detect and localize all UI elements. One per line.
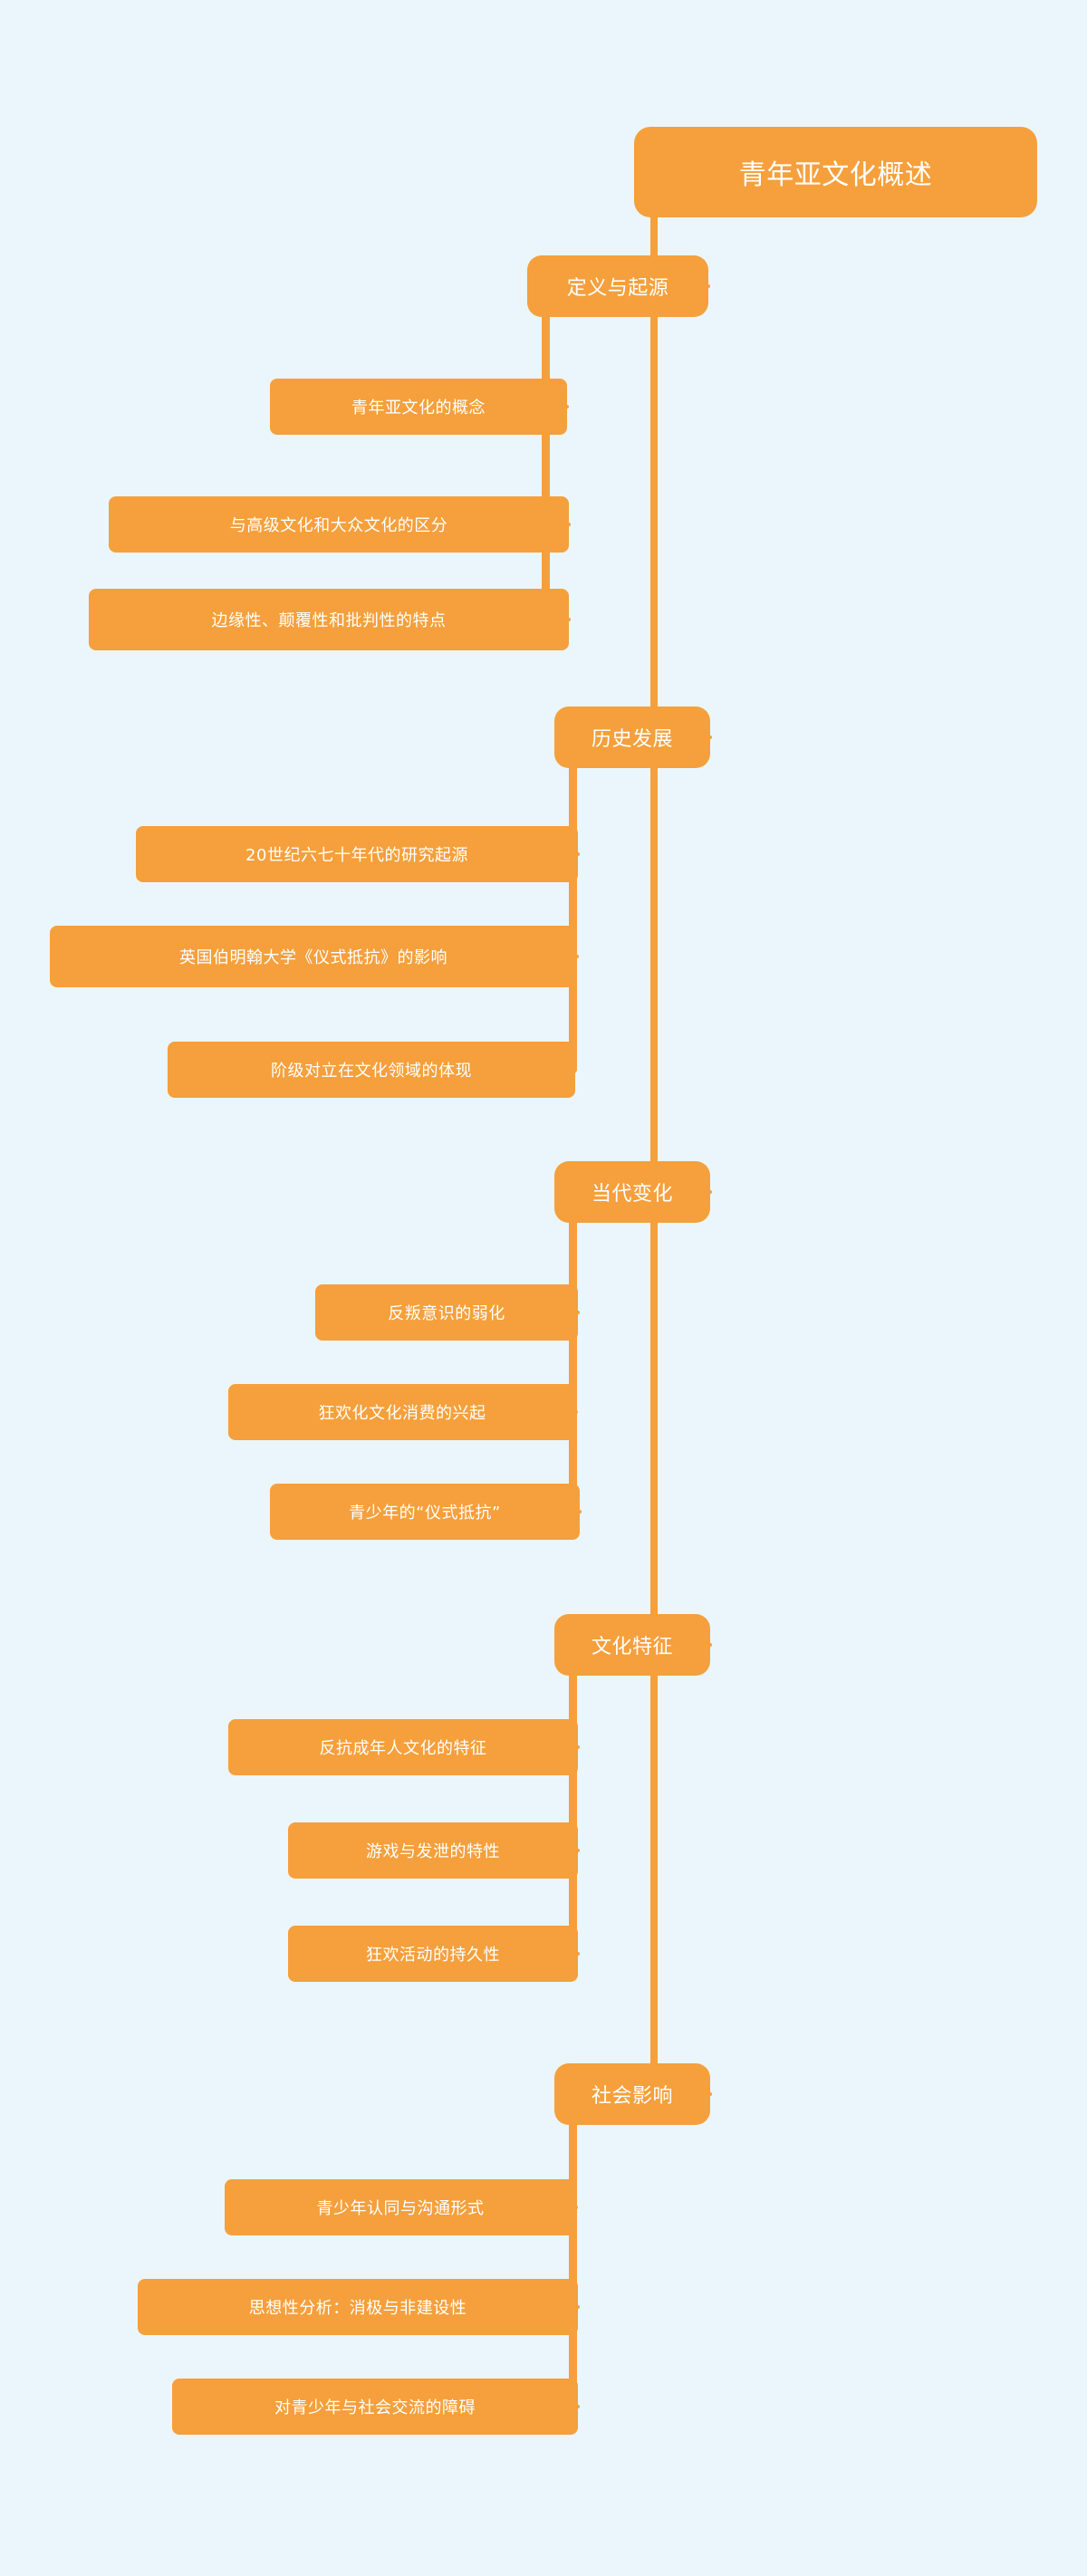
mindmap-leaf-node-1-3-label: 边缘性、颠覆性和批判性的特点 [211,611,447,630]
mindmap-branch-node-2[interactable]: 历史发展 [554,706,710,768]
mindmap-leaf-node-4-3-label: 狂欢活动的持久性 [366,1946,500,1965]
mindmap-leaf-node-1-3[interactable]: 边缘性、颠覆性和批判性的特点 [89,589,569,650]
mindmap-branch-node-3[interactable]: 当代变化 [554,1161,710,1223]
mindmap-leaf-node-2-1-label: 20世纪六七十年代的研究起源 [245,846,468,865]
mindmap-branch-node-5[interactable]: 社会影响 [554,2063,710,2125]
mindmap-leaf-node-1-2-label: 与高级文化和大众文化的区分 [229,516,448,535]
mindmap-leaf-node-1-1[interactable]: 青年亚文化的概念 [270,379,567,435]
mindmap-leaf-node-2-1[interactable]: 20世纪六七十年代的研究起源 [136,826,578,882]
mindmap-leaf-node-4-1[interactable]: 反抗成年人文化的特征 [228,1719,578,1775]
mindmap-leaf-node-5-1-label: 青少年认同与沟通形式 [316,2199,485,2218]
mindmap-branch-node-3-label: 当代变化 [591,1183,673,1206]
mindmap-leaf-node-4-2[interactable]: 游戏与发泄的特性 [288,1822,578,1879]
mindmap-leaf-node-4-1-label: 反抗成年人文化的特征 [319,1739,487,1758]
mindmap-leaf-node-3-2[interactable]: 狂欢化文化消费的兴起 [228,1384,576,1440]
mindmap-leaf-node-2-2-label: 英国伯明翰大学《仪式抵抗》的影响 [179,948,447,967]
mindmap-leaf-node-2-3-label: 阶级对立在文化领域的体现 [271,1062,472,1081]
mindmap-leaf-node-3-1[interactable]: 反叛意识的弱化 [315,1284,578,1341]
mindmap-leaf-node-5-2[interactable]: 思想性分析：消极与非建设性 [138,2279,578,2335]
mindmap-root-node[interactable]: 青年亚文化概述 [634,127,1037,217]
mindmap-leaf-node-1-2[interactable]: 与高级文化和大众文化的区分 [109,496,569,553]
mindmap-leaf-node-5-3-label: 对青少年与社会交流的障碍 [274,2398,476,2417]
mindmap-root-node-label: 青年亚文化概述 [738,159,933,191]
mindmap-leaf-node-1-1-label: 青年亚文化的概念 [351,399,486,418]
mindmap-leaf-node-3-1-label: 反叛意识的弱化 [388,1304,505,1323]
mindmap-leaf-node-4-2-label: 游戏与发泄的特性 [366,1842,500,1861]
mindmap-leaf-node-3-3[interactable]: 青少年的“仪式抵抗” [270,1484,580,1540]
mindmap-branch-node-1-label: 定义与起源 [566,277,669,300]
mindmap-branch-node-2-label: 历史发展 [591,728,673,751]
mindmap-branch-node-4-label: 文化特征 [591,1636,673,1658]
mindmap-branch-node-5-label: 社会影响 [591,2085,673,2108]
mindmap-leaf-node-3-2-label: 狂欢化文化消费的兴起 [318,1404,486,1423]
mindmap-leaf-node-5-3[interactable]: 对青少年与社会交流的障碍 [172,2379,578,2435]
mindmap-leaf-node-3-3-label: 青少年的“仪式抵抗” [349,1504,501,1523]
mindmap-leaf-node-5-1[interactable]: 青少年认同与沟通形式 [225,2179,576,2235]
mindmap-leaf-node-4-3[interactable]: 狂欢活动的持久性 [288,1926,578,1982]
mindmap-leaf-node-2-2[interactable]: 英国伯明翰大学《仪式抵抗》的影响 [50,926,577,987]
mindmap-branch-node-1[interactable]: 定义与起源 [527,255,708,317]
mindmap-leaf-node-2-3[interactable]: 阶级对立在文化领域的体现 [168,1042,575,1098]
mindmap-leaf-node-5-2-label: 思想性分析：消极与非建设性 [248,2299,467,2318]
mindmap-branch-node-4[interactable]: 文化特征 [554,1614,710,1676]
